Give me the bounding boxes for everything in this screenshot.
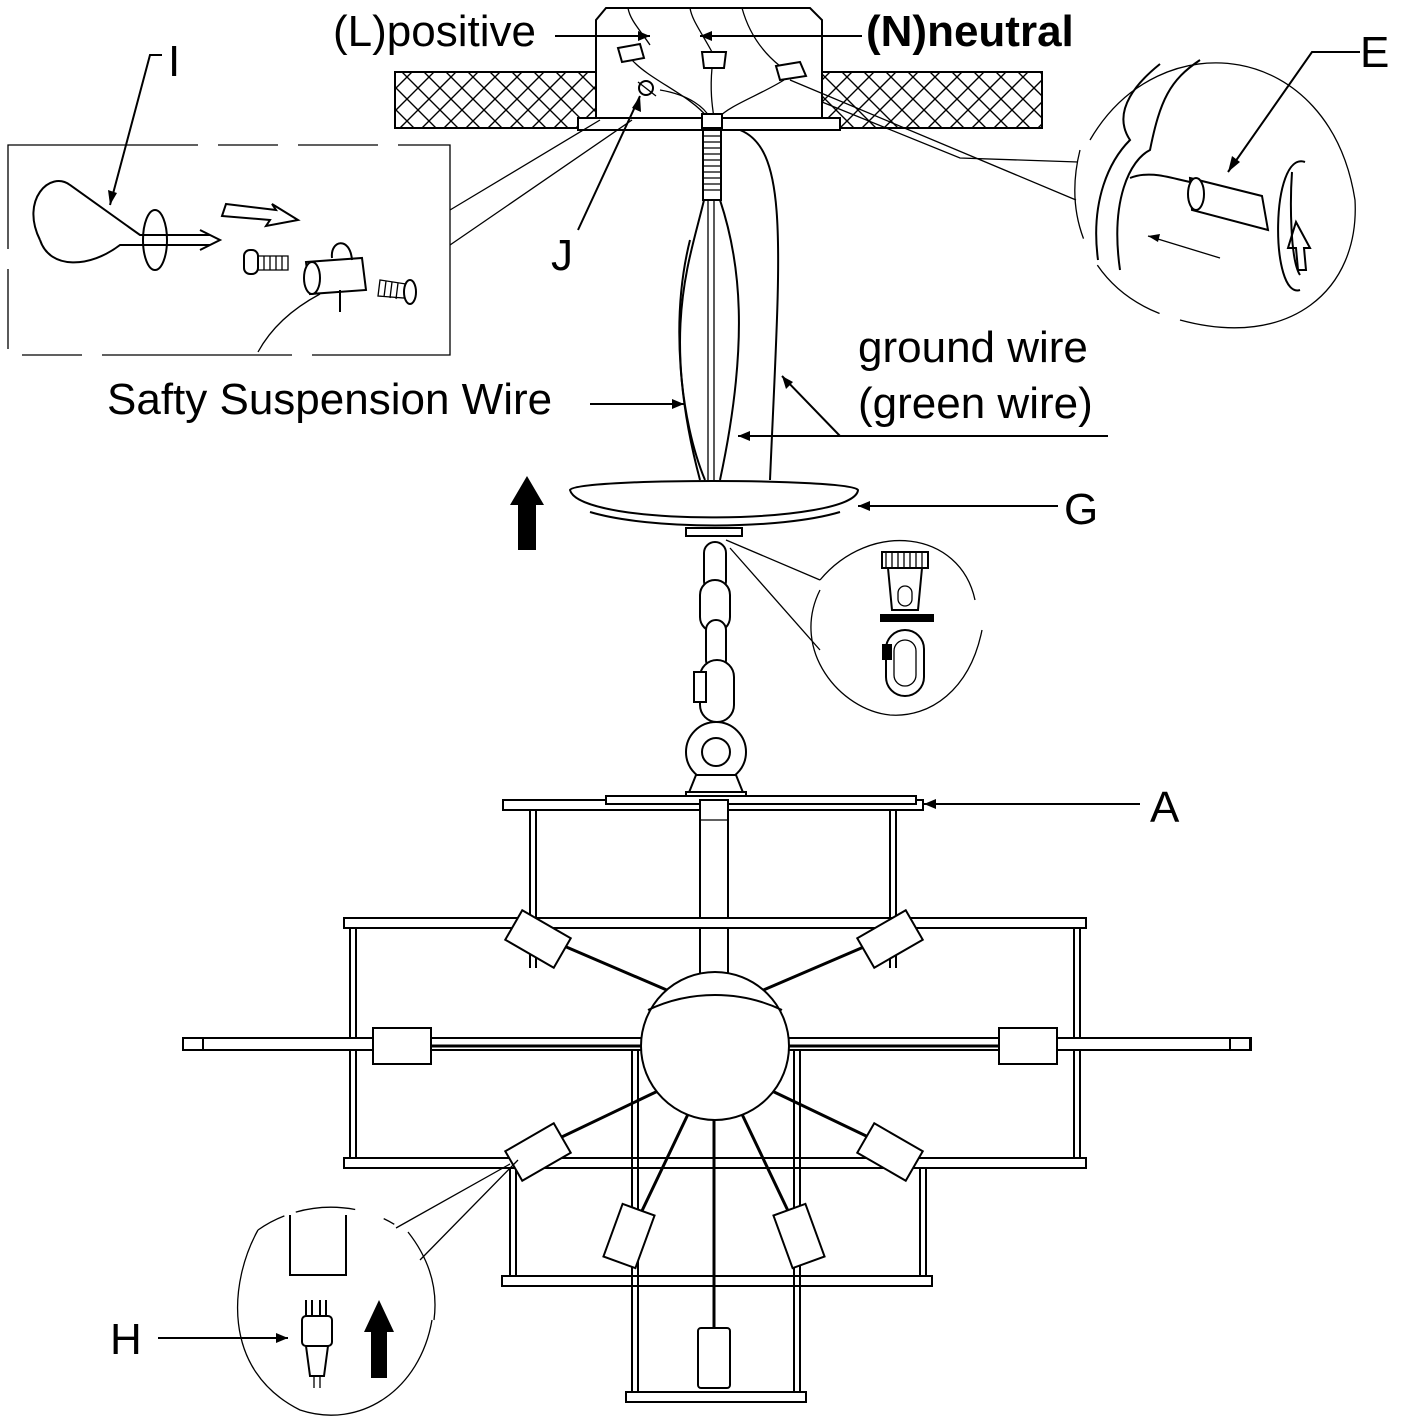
rotate-arrow-icon — [1277, 160, 1312, 292]
center-stem — [699, 799, 729, 991]
coupler-icon — [881, 551, 929, 611]
label-positive: (L)positive — [333, 7, 650, 56]
detail-e-inset: E — [789, 28, 1389, 329]
canopy — [568, 480, 860, 537]
socket-icon — [602, 1202, 656, 1270]
cord-bundle — [678, 129, 780, 481]
socket-icon — [503, 908, 573, 970]
socket-icon — [855, 1121, 925, 1183]
label-a: A — [924, 783, 1180, 832]
chain — [685, 541, 747, 801]
wire-nut-icon — [616, 42, 808, 82]
arrow-icon — [220, 202, 301, 228]
socket-icon — [372, 1027, 432, 1065]
label-g: G — [858, 485, 1098, 534]
svg-text:I: I — [168, 37, 180, 86]
svg-text:J: J — [551, 231, 573, 280]
center-sphere — [640, 971, 790, 1121]
sockets — [372, 908, 1058, 1389]
ground-screw-icon — [637, 80, 657, 97]
wire-nut-icon — [1187, 176, 1270, 232]
svg-text:H: H — [110, 1315, 142, 1364]
socket-icon — [998, 1027, 1058, 1065]
svg-text:ground wire: ground wire — [858, 323, 1088, 372]
svg-text:(N)neutral: (N)neutral — [866, 7, 1074, 56]
carabiner-icon — [882, 629, 925, 697]
screw-icon — [243, 249, 289, 275]
socket-icon — [772, 1202, 826, 1270]
screw-icon — [377, 279, 417, 305]
svg-text:E: E — [1360, 28, 1389, 77]
bulb-icon — [301, 1300, 333, 1388]
clamp-icon — [257, 242, 368, 353]
label-neutral: (N)neutral — [700, 7, 1074, 56]
second-ring — [343, 917, 1087, 1040]
label-ground-wire: ground wire (green wire) — [738, 323, 1108, 441]
detail-g-inset — [725, 539, 983, 716]
fourth-ring — [501, 1168, 933, 1287]
hook-icon — [32, 180, 223, 271]
up-arrow-icon — [510, 476, 544, 550]
svg-text:G: G — [1064, 485, 1098, 534]
socket-icon — [697, 1327, 731, 1389]
socket-icon — [855, 908, 925, 970]
svg-text:Safty Suspension Wire: Safty Suspension Wire — [107, 375, 552, 424]
label-safety-wire: Safty Suspension Wire — [107, 375, 684, 424]
socket-icon — [503, 1121, 573, 1183]
svg-text:A: A — [1150, 783, 1180, 832]
junction-box — [577, 7, 841, 131]
label-j: J — [551, 95, 641, 280]
svg-text:(green wire): (green wire) — [858, 379, 1093, 428]
detail-h-inset: H — [110, 1159, 519, 1416]
ceiling — [394, 71, 1043, 129]
detail-i-inset: I — [7, 37, 633, 356]
threaded-rod — [702, 129, 722, 201]
svg-text:(L)positive: (L)positive — [333, 7, 536, 56]
up-arrow-icon — [364, 1300, 394, 1378]
